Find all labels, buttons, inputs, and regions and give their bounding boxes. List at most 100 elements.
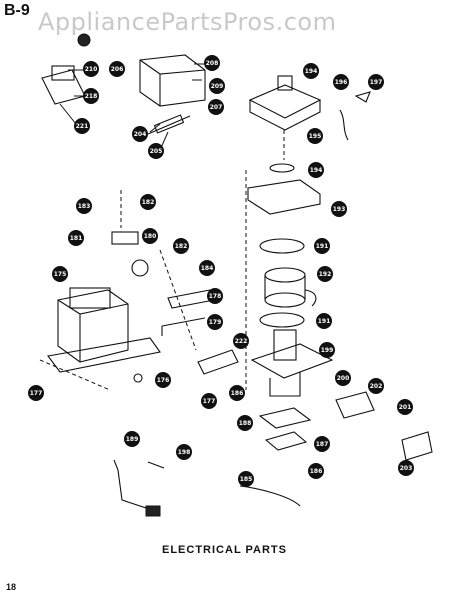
- callout-206: 206: [109, 61, 125, 77]
- callout-175: 175: [52, 266, 68, 282]
- svg-text:192: 192: [319, 271, 332, 278]
- plate-part: [264, 431, 308, 451]
- callout-200: 200: [335, 370, 351, 386]
- svg-text:180: 180: [144, 233, 157, 240]
- bracket-part: [161, 317, 206, 336]
- svg-text:178: 178: [209, 293, 222, 300]
- callout-196: 196: [333, 74, 349, 90]
- callout-221: 221: [74, 118, 90, 134]
- svg-text:184: 184: [201, 265, 214, 272]
- callout-191: 191: [314, 238, 330, 254]
- svg-text:193: 193: [333, 206, 346, 213]
- screw-part: [133, 373, 143, 383]
- svg-text:175: 175: [54, 271, 67, 278]
- svg-text:194: 194: [310, 167, 323, 174]
- svg-text:207: 207: [210, 104, 223, 111]
- magnetron-part: [248, 75, 322, 173]
- svg-text:191: 191: [318, 318, 331, 325]
- fuse-part: [147, 114, 191, 135]
- callout-186: 186: [308, 463, 324, 479]
- callout-202: 202: [368, 378, 384, 394]
- svg-text:177: 177: [30, 390, 43, 397]
- svg-text:204: 204: [134, 131, 147, 138]
- callout-181: 181: [68, 230, 84, 246]
- power-cord-part: [113, 459, 165, 517]
- callout-194: 194: [308, 162, 324, 178]
- svg-text:196: 196: [335, 79, 348, 86]
- svg-text:201: 201: [399, 404, 412, 411]
- callout-188: 188: [237, 415, 253, 431]
- svg-text:218: 218: [85, 93, 98, 100]
- callout-195: 195: [307, 128, 323, 144]
- callout-194: 194: [303, 63, 319, 79]
- svg-text:194: 194: [305, 68, 318, 75]
- svg-text:185: 185: [240, 476, 253, 483]
- svg-text:198: 198: [178, 449, 191, 456]
- callout-178: 178: [207, 288, 223, 304]
- callout-182: 182: [173, 238, 189, 254]
- svg-text:210: 210: [85, 66, 98, 73]
- svg-text:206: 206: [111, 66, 124, 73]
- plate-part: [258, 407, 312, 429]
- gasket-part: [259, 312, 305, 328]
- callout-177: 177: [201, 393, 217, 409]
- svg-text:187: 187: [316, 441, 329, 448]
- callout-204: 204: [132, 126, 148, 142]
- callout-201: 201: [397, 399, 413, 415]
- thermal-part: [111, 231, 139, 245]
- svg-text:182: 182: [175, 243, 188, 250]
- svg-text:202: 202: [370, 383, 383, 390]
- svg-text:221: 221: [76, 123, 89, 130]
- svg-text:199: 199: [321, 347, 334, 354]
- svg-text:179: 179: [209, 319, 222, 326]
- svg-text:181: 181: [70, 235, 83, 242]
- callout-179: 179: [207, 314, 223, 330]
- svg-text:209: 209: [211, 83, 224, 90]
- svg-text:186: 186: [310, 468, 323, 475]
- wire-part: [339, 109, 349, 141]
- callout-184: 184: [199, 260, 215, 276]
- page-number: 18: [6, 582, 17, 592]
- bracket-part: [247, 179, 321, 215]
- callout-218: 218: [83, 88, 99, 104]
- callout-209: 209: [209, 78, 225, 94]
- callout-199: 199: [319, 342, 335, 358]
- callout-180: 180: [142, 228, 158, 244]
- watermark: AppliancePartsPros.com: [38, 8, 337, 36]
- svg-text:188: 188: [239, 420, 252, 427]
- diagram-caption: ELECTRICAL PARTS: [162, 544, 287, 556]
- callout-187: 187: [314, 436, 330, 452]
- callout-208: 208: [204, 55, 220, 71]
- motor-base-part: [250, 329, 334, 397]
- wire-part: [239, 485, 301, 507]
- callout-177: 177: [28, 385, 44, 401]
- svg-text:191: 191: [316, 243, 329, 250]
- callout-192: 192: [317, 266, 333, 282]
- relay-part: [335, 391, 375, 419]
- callout-203: 203: [398, 460, 414, 476]
- svg-text:189: 189: [126, 436, 139, 443]
- callout-193: 193: [331, 201, 347, 217]
- svg-text:200: 200: [337, 375, 350, 382]
- callouts: 210 218 221 206 208 209 207 204 205 194 …: [28, 55, 414, 487]
- callout-205: 205: [148, 143, 164, 159]
- stirrer-motor-part: [264, 267, 317, 308]
- callout-198: 198: [176, 444, 192, 460]
- transformer-part: [57, 287, 129, 363]
- callout-191: 191: [316, 313, 332, 329]
- callout-182: 182: [140, 194, 156, 210]
- svg-text:182: 182: [142, 199, 155, 206]
- callout-183: 183: [76, 198, 92, 214]
- diode-part: [197, 349, 239, 375]
- svg-text:205: 205: [150, 148, 163, 155]
- svg-text:222: 222: [235, 338, 248, 345]
- callout-176: 176: [155, 372, 171, 388]
- svg-text:177: 177: [203, 398, 216, 405]
- svg-text:195: 195: [309, 133, 322, 140]
- svg-text:197: 197: [370, 79, 383, 86]
- clip-part: [354, 91, 371, 103]
- capacitor-part: [139, 54, 206, 107]
- svg-text:208: 208: [206, 60, 219, 67]
- switch-part: [131, 259, 149, 277]
